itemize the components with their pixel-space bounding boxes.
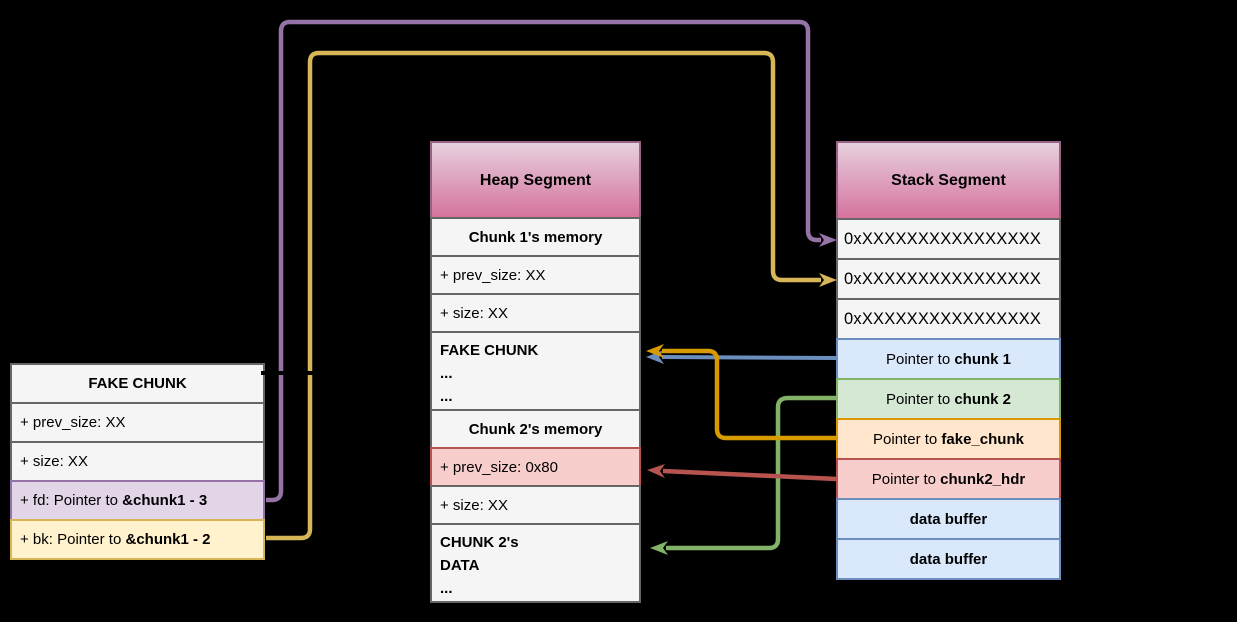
fake-chunk-region-row: FAKE CHUNK...... xyxy=(430,331,641,411)
prev-size-row: + prev_size: XX xyxy=(10,402,265,443)
pointer-chunk2-hdr-row: Pointer to chunk2_hdr xyxy=(836,458,1061,500)
address-row: 0xXXXXXXXXXXXXXXXX xyxy=(836,218,1061,260)
pointer-chunk2-to-chunk2-data-arrow xyxy=(650,395,837,555)
address-row: 0xXXXXXXXXXXXXXXXX xyxy=(836,298,1061,340)
bk-row: + bk: Pointer to &chunk1 - 2 xyxy=(10,519,265,560)
pointer-chunk1-to-fake-chunk-arrow xyxy=(646,350,838,364)
pointer-fake-chunk-row: Pointer to fake_chunk xyxy=(836,418,1061,460)
size-row: + size: XX xyxy=(10,441,265,482)
chunk2-size-row: + size: XX xyxy=(430,485,641,525)
fake-chunk-title-row: FAKE CHUNK xyxy=(10,363,265,404)
chunk1-memory-row: Chunk 1's memory xyxy=(430,217,641,257)
chunk1-size-row: + size: XX xyxy=(430,293,641,333)
heap-segment-header: Heap Segment xyxy=(430,141,641,219)
chunk2-prev-size-row: + prev_size: 0x80 xyxy=(430,447,641,487)
pointer-chunk2-hdr-to-prev-size-arrow xyxy=(647,464,838,482)
data-buffer-row: data buffer xyxy=(836,538,1061,580)
fake-chunk-table: FAKE CHUNK+ prev_size: XX+ size: XX+ fd:… xyxy=(10,363,265,560)
data-buffer-row: data buffer xyxy=(836,498,1061,540)
pointer-fake-chunk-to-fake-chunk-arrow xyxy=(646,344,837,441)
fd-row: + fd: Pointer to &chunk1 - 3 xyxy=(10,480,265,521)
chunk2-memory-row: Chunk 2's memory xyxy=(430,409,641,449)
pointer-chunk1-row: Pointer to chunk 1 xyxy=(836,338,1061,380)
address-row: 0xXXXXXXXXXXXXXXXX xyxy=(836,258,1061,300)
pointer-chunk2-row: Pointer to chunk 2 xyxy=(836,378,1061,420)
stack-segment-header: Stack Segment xyxy=(836,141,1061,220)
chunk1-prev-size-row: + prev_size: XX xyxy=(430,255,641,295)
